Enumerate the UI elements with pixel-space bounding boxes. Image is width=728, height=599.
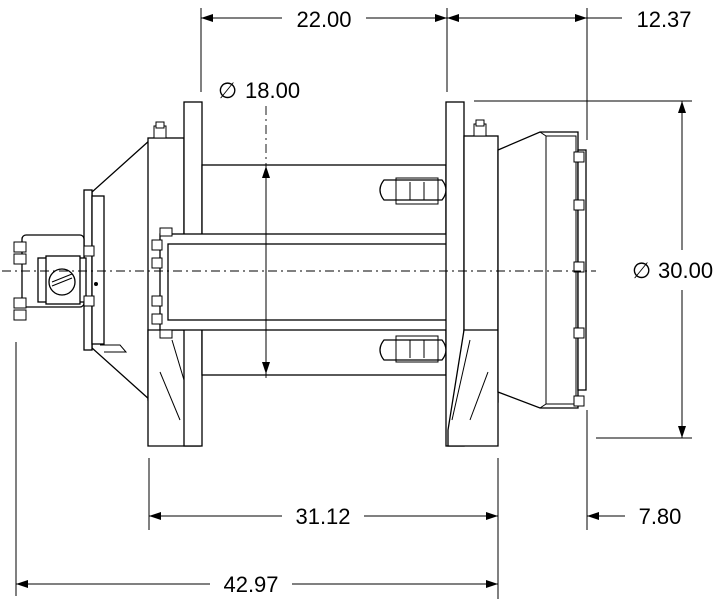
dim-drum-width: 22.00 bbox=[296, 7, 351, 32]
winch-body bbox=[13, 101, 587, 447]
cable-clamp-top bbox=[379, 179, 447, 201]
dim-base-width: 31.12 bbox=[295, 504, 350, 529]
dim-base-offset: 7.80 bbox=[639, 504, 682, 529]
dim-flange-diameter: 30.00 bbox=[658, 258, 713, 283]
cable-clamp-bottom bbox=[379, 339, 447, 361]
diameter-symbol-icon: ∅ bbox=[632, 258, 651, 283]
dimension-lines bbox=[16, 14, 686, 588]
extension-lines bbox=[15, 8, 692, 599]
dim-drum-diameter: 18.00 bbox=[245, 78, 300, 103]
right-base-foot bbox=[447, 329, 499, 447]
dim-overall-length: 42.97 bbox=[223, 572, 278, 597]
diameter-symbol-icon: ∅ bbox=[218, 78, 237, 103]
brake-housing bbox=[497, 131, 579, 409]
dim-right-offset: 12.37 bbox=[636, 7, 691, 32]
